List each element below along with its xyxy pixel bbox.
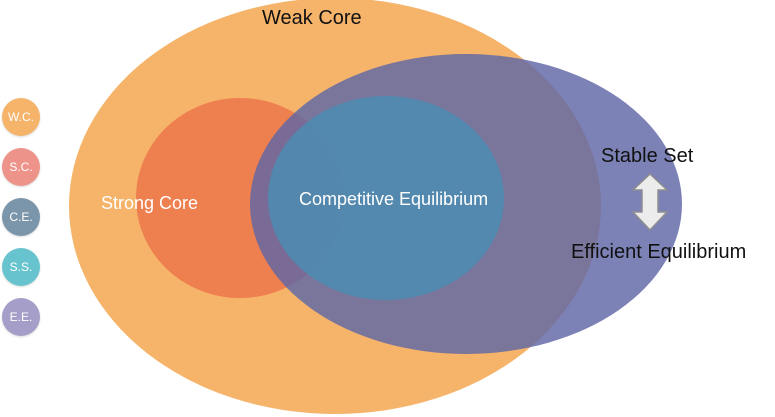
legend-wc: W.C. (2, 98, 40, 136)
competitive-equilibrium-label: Competitive Equilibrium (299, 189, 488, 209)
weak-core-label: Weak Core (262, 7, 362, 29)
competitive-equilibrium-ellipse (268, 96, 504, 300)
legend-ce: C.E. (2, 198, 40, 236)
efficient-equilibrium-label: Efficient Equilibrium (571, 241, 746, 263)
legend-sc: S.C. (2, 148, 40, 186)
legend: W.C. S.C. C.E. S.S. E.E. (2, 98, 42, 348)
strong-core-label: Strong Core (101, 193, 198, 213)
stable-set-label: Stable Set (601, 145, 694, 167)
legend-ss: S.S. (2, 248, 40, 286)
legend-ee: E.E. (2, 298, 40, 336)
double-arrow-icon (631, 172, 669, 232)
